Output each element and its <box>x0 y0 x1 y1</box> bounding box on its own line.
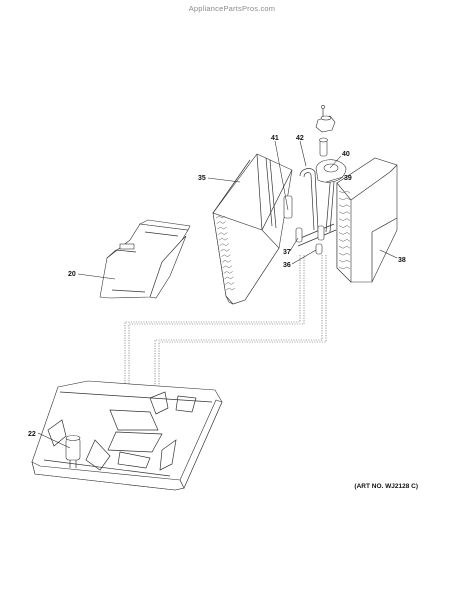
art-number-label: (ART NO. WJ2128 C) <box>354 483 418 490</box>
part-42-valve <box>319 137 328 157</box>
watermark-text: AppliancePartsPros.com <box>189 4 276 13</box>
callout-40: 40 <box>342 151 350 158</box>
callout-38: 38 <box>398 257 406 264</box>
dashed-routing-lines <box>124 255 327 404</box>
callout-22: 22 <box>28 431 36 438</box>
callout-36: 36 <box>283 262 291 269</box>
callout-41: 41 <box>271 135 279 142</box>
callout-35: 35 <box>198 175 206 182</box>
part-22-base-pan <box>31 380 223 491</box>
part-39-tubing <box>295 159 347 255</box>
callout-leaders <box>37 140 398 449</box>
part-20-tray <box>99 219 191 299</box>
part-35-coil-left <box>212 153 293 305</box>
callout-20: 20 <box>68 271 76 278</box>
callout-39: 39 <box>344 175 352 182</box>
callout-labels: 41 42 40 35 39 20 37 36 38 22 <box>28 135 406 438</box>
part-40-fitting <box>315 105 336 133</box>
callout-42: 42 <box>296 135 304 142</box>
callout-37: 37 <box>283 249 291 256</box>
